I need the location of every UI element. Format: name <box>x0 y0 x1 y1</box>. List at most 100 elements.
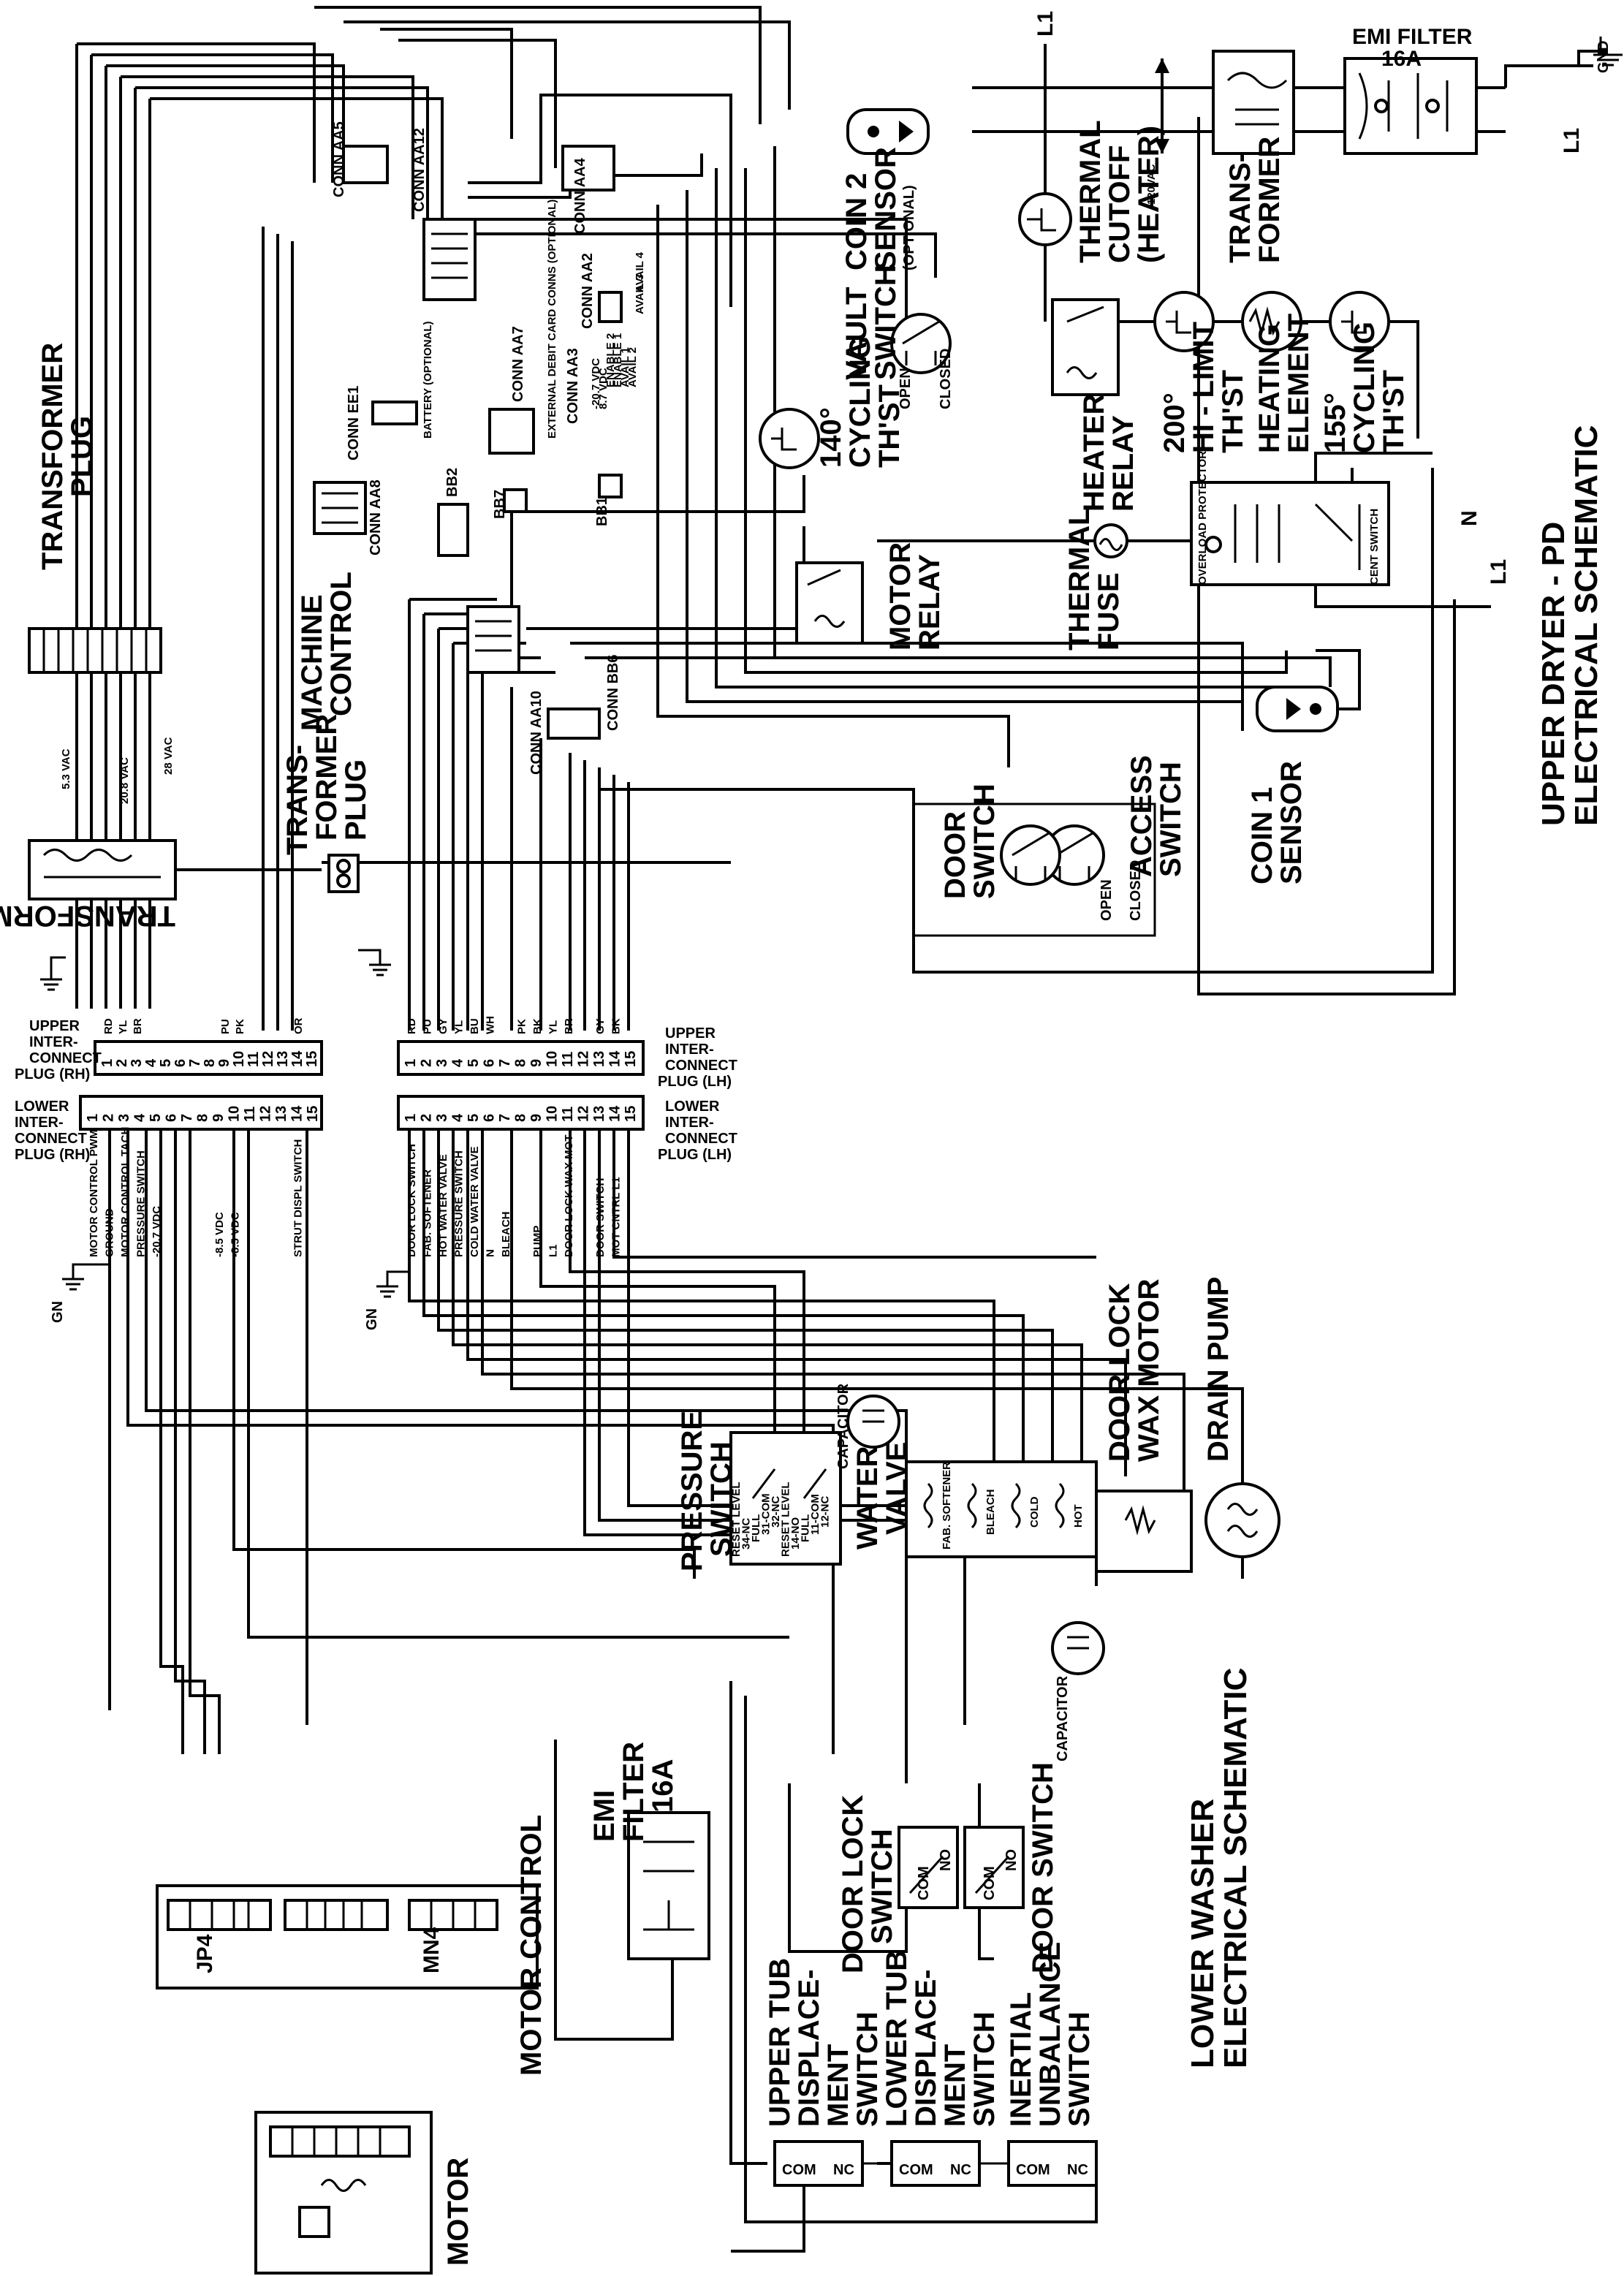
plug-pin-number: 15 <box>305 1106 321 1122</box>
lower-rh-label-4: PLUG (RH) <box>15 1147 90 1163</box>
upper-lh-label-3: CONNECT <box>665 1058 737 1074</box>
lower-lh-label-4: PLUG (LH) <box>658 1147 732 1163</box>
plug-pin-number: 1 <box>85 1114 101 1122</box>
lower-title-2: ELECTRICAL SCHEMATIC <box>1218 1668 1253 2068</box>
vac-label-3: 28 VAC <box>162 737 175 775</box>
cycling-155-label-2: CYCLING <box>1348 322 1381 453</box>
inertial-label-3: SWITCH <box>1063 2011 1096 2127</box>
aa3-pin-labels: AVAIL 4 AVAIL 3 AVAIL 2 AVAIL 1 ENABLE 1… <box>590 251 646 409</box>
plug-function-label: DOOR LOCK WAX MOT <box>563 1135 575 1258</box>
dryer-motor-box <box>1190 481 1390 586</box>
plug-pin-number: 9 <box>216 1059 232 1067</box>
transformer-label-2: FORMER <box>1253 137 1286 263</box>
thermal-cutoff-label-3: (HEATER) <box>1133 126 1165 263</box>
wire-color-label: BK <box>531 1018 544 1034</box>
lower-tub-label-2: DISPLACE- <box>910 1969 942 2127</box>
transformer-plug-label-1: TRANSFORMER <box>37 343 69 570</box>
upper-tub-switch-box <box>773 2140 864 2187</box>
jp4-connector <box>167 1899 272 1931</box>
transformer-box <box>1212 50 1295 155</box>
pressure-switch-terminal: 14-NO <box>789 1517 802 1549</box>
vault-closed-label: CLOSED <box>938 349 954 409</box>
gn-label-2: GN <box>364 1308 380 1330</box>
plug-pin-number: 12 <box>258 1106 274 1122</box>
plug-pin-number: 15 <box>623 1106 639 1122</box>
wire-color-label: BU <box>468 1018 481 1034</box>
vac-label-2: 20.8 VAC <box>118 757 131 804</box>
plug-pin-number: 6 <box>172 1059 189 1067</box>
plug-pin-number: 13 <box>273 1106 289 1122</box>
door-switch-com: COM <box>982 1866 998 1900</box>
control-transformer-label: TRANSFORMER <box>0 900 175 932</box>
plug-pin-number: 3 <box>434 1114 450 1122</box>
access-label-2: SWITCH <box>1155 762 1187 877</box>
drain-pump-label: DRAIN PUMP <box>1202 1277 1234 1462</box>
upper-tub-label-4: SWITCH <box>851 2011 884 2127</box>
lower-rh-plug <box>79 1095 323 1131</box>
plug-function-label: -8.5 VDC <box>213 1212 226 1257</box>
plug-pin-number: 1 <box>99 1059 115 1067</box>
motor-label: MOTOR <box>442 2158 474 2266</box>
emi-filter-title: EMI FILTER <box>1352 25 1473 49</box>
capacitor-top-label: CAPACITOR <box>835 1383 851 1469</box>
pressure-switch-terminal: 12-NC <box>819 1495 832 1528</box>
pressure-switch-label-2: SWITCH <box>705 1441 737 1557</box>
plug-pin-number: 15 <box>623 1051 639 1067</box>
plug-function-label: HOT WATER VALVE <box>437 1154 449 1257</box>
cycling-140-label-2: CYCLING <box>844 336 876 468</box>
door-lock-no: NO <box>938 1849 954 1871</box>
motor-thermal-protector <box>298 2206 330 2238</box>
plug-pin-number: 11 <box>560 1052 576 1067</box>
trans-plug-label-3: PLUG <box>340 759 372 841</box>
wire-color-label: PU <box>219 1019 232 1034</box>
plug-pin-number: 10 <box>545 1051 561 1067</box>
plug-function-label: PRESSURE SWITCH <box>453 1150 466 1257</box>
plug-pin-number: 8 <box>202 1059 218 1067</box>
washer-emi-label-1: EMI <box>588 1790 621 1842</box>
plug-pin-number: 9 <box>210 1114 227 1122</box>
wire-color-label: PK <box>516 1019 528 1034</box>
plug-function-label: N <box>485 1249 497 1257</box>
plug-function-label: DOOR SWITCH <box>594 1178 607 1257</box>
plug-pin-number: 2 <box>419 1059 435 1067</box>
card-conns-label: EXTERNAL DEBIT CARD CONNS (OPTIONAL) <box>546 200 558 439</box>
plug-function-label: PUMP <box>531 1226 544 1257</box>
vault-label-1: VAULT <box>841 287 873 380</box>
conn-aa12-label: CONN AA12 <box>411 128 428 212</box>
conn-bb1 <box>598 474 623 498</box>
plug-pin-number: 4 <box>132 1113 148 1122</box>
voltage-label: 120VAC <box>1145 164 1158 205</box>
pressure-switch-terminal: 11-COM <box>809 1494 822 1535</box>
conn-aa2-label: CONN AA2 <box>580 253 596 329</box>
door-lock-switch-label-2: SWITCH <box>866 1829 898 1944</box>
jp4-label: JP4 <box>193 1934 217 1973</box>
wax-motor-label-2: WAX MOTOR <box>1133 1279 1165 1462</box>
aa3-pin: ENABLE 1 <box>612 333 624 387</box>
cycling-155-label-1: 155° <box>1319 392 1351 453</box>
aa3-pin: ENABLE 2 <box>604 333 617 387</box>
dryer-power-entry: EMI FILTER 16A GND L1 L1 TRANS- FORMER 1… <box>972 11 1623 263</box>
plug-pin-number: 12 <box>576 1051 592 1067</box>
upper-lh-plug <box>397 1040 645 1076</box>
emi-filter-rating: 16A <box>1381 47 1422 71</box>
plug-function-label: BLEACH <box>500 1212 512 1258</box>
plug-pin-number: 5 <box>466 1059 482 1067</box>
thermal-fuse-label-1: THERMAL <box>1063 507 1096 650</box>
wire-color-label: YL <box>547 1020 560 1034</box>
plug-function-label: L1 <box>547 1244 560 1257</box>
lower-rh-label-2: INTER- <box>15 1115 64 1131</box>
plug-pin-number: 8 <box>513 1114 529 1122</box>
wire-color-label: YL <box>117 1020 129 1034</box>
wire-bundles <box>75 6 1456 2253</box>
schematic-titles: UPPER DRYER - PD ELECTRICAL SCHEMATIC LO… <box>1185 425 1604 2068</box>
lower-rh-label-1: LOWER <box>15 1099 69 1115</box>
plug-pin-number: 14 <box>289 1050 306 1067</box>
upper-rh-plug <box>94 1040 323 1076</box>
door-label-1: DOOR <box>939 811 971 899</box>
trans-plug-label-2: FORMER <box>311 714 343 841</box>
pressure-switch-terminal: 31-COM <box>760 1493 773 1535</box>
upper-lh-label-4: PLUG (LH) <box>658 1074 732 1090</box>
pressure-switch-terminal: RESET LEVEL <box>730 1482 743 1557</box>
